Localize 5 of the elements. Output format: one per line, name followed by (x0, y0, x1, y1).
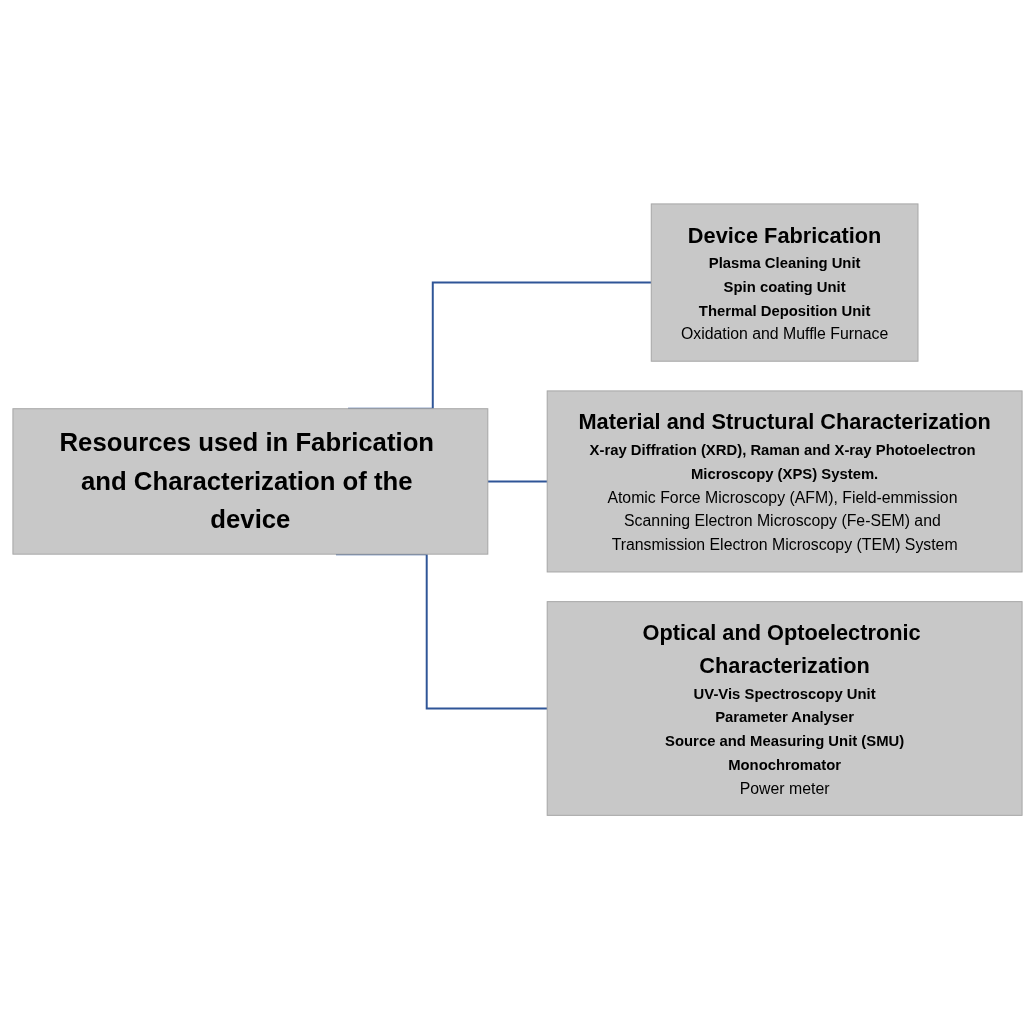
node-box: Resources used in Fabrication and Characterization of the device (12, 408, 489, 555)
node-box: Optical and Optoelectronic Characterization UV-Vis Spectroscopy Unit Parameter Analyser Source and Measuring Unit (SMU) Monochromator Power meter (546, 601, 1023, 817)
node-box: Device Fabrication Plasma Cleaning Unit Spin coating Unit Thermal Deposition Unit Oxidation and Muffle Furnace (650, 203, 919, 363)
node-box: Material and Structural Characterization X-ray Diffration (XRD), Raman and X-ray Photoelectron Microscopy (XPS) System. Atomic Force Microscopy (AFM), Field-emmission Scanning Electron Microscopy (Fe-SEM) and Transmission Electron Microscopy (TEM) System (546, 390, 1023, 573)
connector (486, 480, 549, 483)
